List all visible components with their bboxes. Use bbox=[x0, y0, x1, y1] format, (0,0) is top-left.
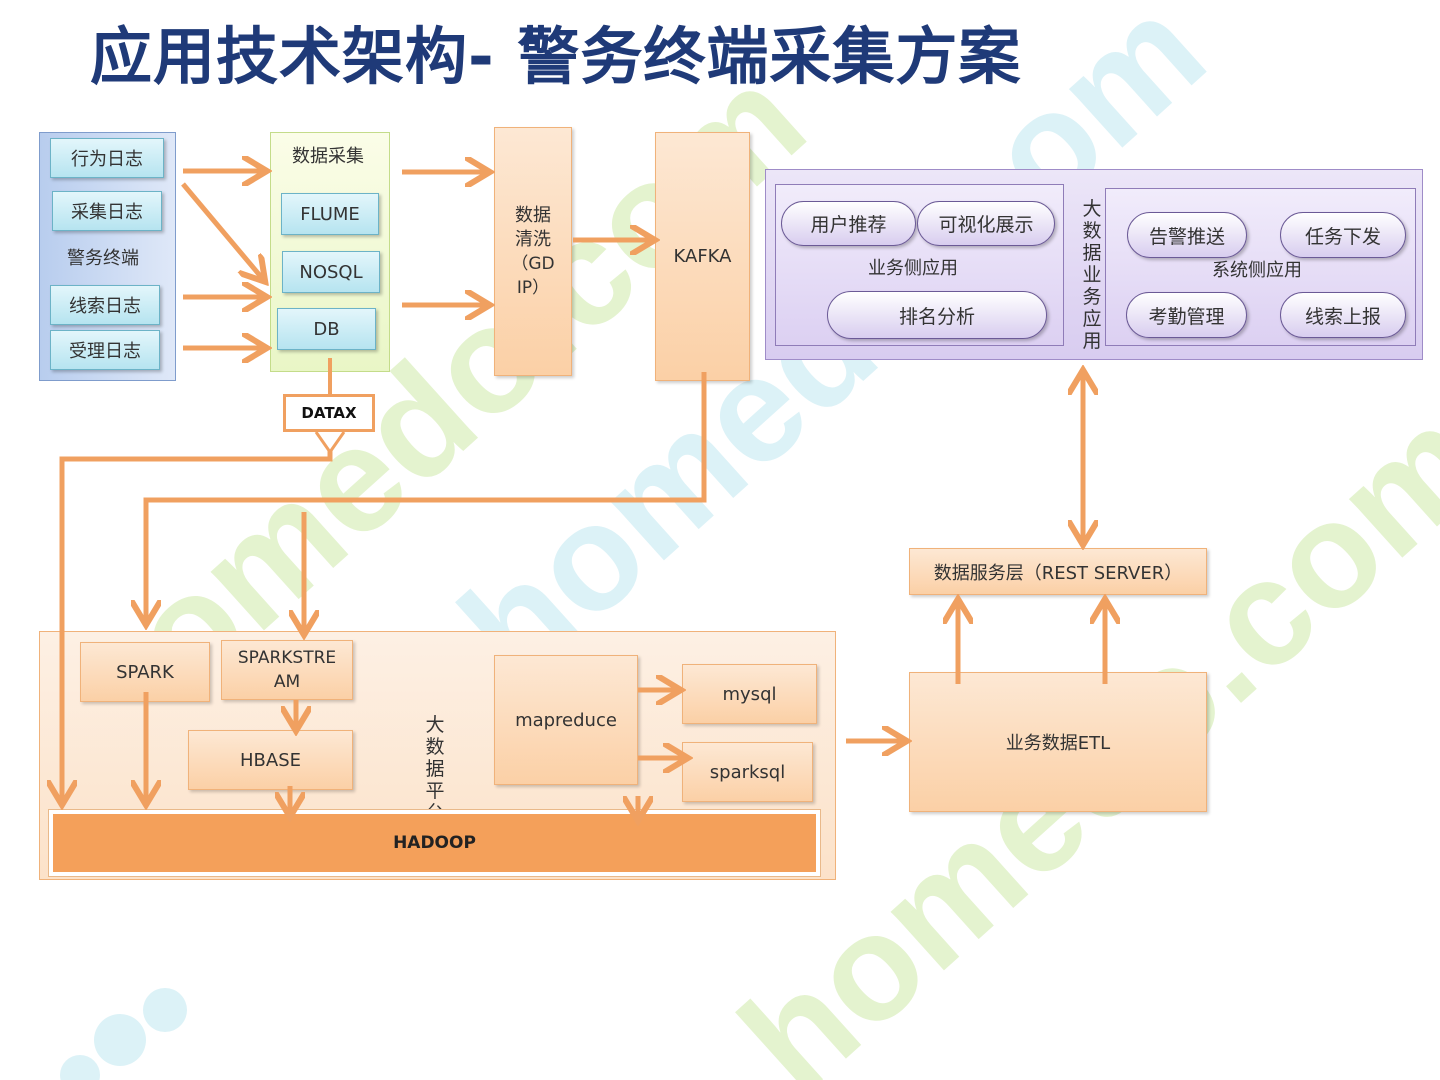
app-alert-push: 告警推送 bbox=[1127, 212, 1247, 258]
logo-icon bbox=[60, 988, 187, 1080]
platform-vertical-label: 大 数 据 平 台 bbox=[422, 714, 448, 810]
terminal-label: 警务终端 bbox=[67, 248, 139, 269]
app-task-dispatch: 任务下发 bbox=[1280, 212, 1406, 258]
hbase-box: HBASE bbox=[188, 730, 353, 790]
vertical-char: 大 bbox=[1082, 198, 1102, 220]
vertical-char: 应 bbox=[1082, 308, 1102, 330]
arrow bbox=[146, 372, 707, 620]
vertical-char: 据 bbox=[1082, 242, 1102, 264]
app-user-recommend: 用户推荐 bbox=[781, 201, 916, 246]
cleaning-line: （GD bbox=[511, 253, 555, 274]
vertical-char: 务 bbox=[1082, 286, 1102, 308]
log-box-behavior: 行为日志 bbox=[50, 138, 164, 178]
datax-pointer bbox=[314, 431, 346, 455]
vertical-char: 平 bbox=[425, 780, 445, 802]
vertical-char: 业 bbox=[1082, 264, 1102, 286]
mapreduce-box: mapreduce bbox=[494, 655, 638, 785]
hadoop-bar: HADOOP bbox=[48, 809, 821, 877]
system-apps-label: 系统侧应用 bbox=[1212, 260, 1302, 281]
datax-box: DATAX bbox=[283, 394, 375, 432]
kafka-box: KAFKA bbox=[655, 132, 750, 381]
app-visualization: 可视化展示 bbox=[917, 201, 1055, 246]
log-box-clue: 线索日志 bbox=[50, 285, 160, 325]
vertical-char: 数 bbox=[1082, 220, 1102, 242]
sparkstream-line: AM bbox=[273, 672, 301, 692]
log-box-acceptance: 受理日志 bbox=[50, 330, 160, 370]
apps-vertical-label: 大 数 据 业 务 应 用 bbox=[1079, 198, 1105, 352]
db-box: DB bbox=[277, 308, 376, 350]
vertical-char: 据 bbox=[425, 758, 445, 780]
cleaning-line: 数据 bbox=[515, 204, 551, 226]
page-title: 应用技术架构- 警务终端采集方案 bbox=[90, 20, 1022, 93]
sparkstream-line: SPARKSTRE bbox=[237, 648, 337, 668]
log-box-collection: 采集日志 bbox=[52, 191, 162, 231]
etl-box: 业务数据ETL bbox=[909, 672, 1207, 812]
business-apps-label: 业务侧应用 bbox=[868, 258, 958, 279]
arrow bbox=[181, 182, 262, 278]
vertical-char: 大 bbox=[425, 714, 445, 736]
flume-box: FLUME bbox=[281, 193, 379, 235]
mysql-box: mysql bbox=[682, 664, 817, 724]
vertical-char: 台 bbox=[422, 802, 448, 810]
nosql-box: NOSQL bbox=[282, 251, 380, 293]
rest-server-box: 数据服务层（REST SERVER） bbox=[909, 548, 1207, 595]
app-attendance: 考勤管理 bbox=[1126, 292, 1247, 338]
vertical-char: 用 bbox=[1082, 330, 1102, 352]
sparkstream-box: SPARKSTRE AM bbox=[221, 640, 353, 700]
sparksql-box: sparksql bbox=[682, 742, 813, 802]
cleaning-box: 数据 清洗 （GD IP） bbox=[494, 127, 572, 376]
collection-label: 数据采集 bbox=[292, 146, 364, 167]
vertical-char: 数 bbox=[425, 736, 445, 758]
app-clue-report: 线索上报 bbox=[1280, 292, 1406, 338]
app-ranking-analysis: 排名分析 bbox=[827, 291, 1047, 339]
cleaning-line: 清洗 bbox=[515, 228, 551, 250]
cleaning-line: IP） bbox=[516, 277, 550, 298]
